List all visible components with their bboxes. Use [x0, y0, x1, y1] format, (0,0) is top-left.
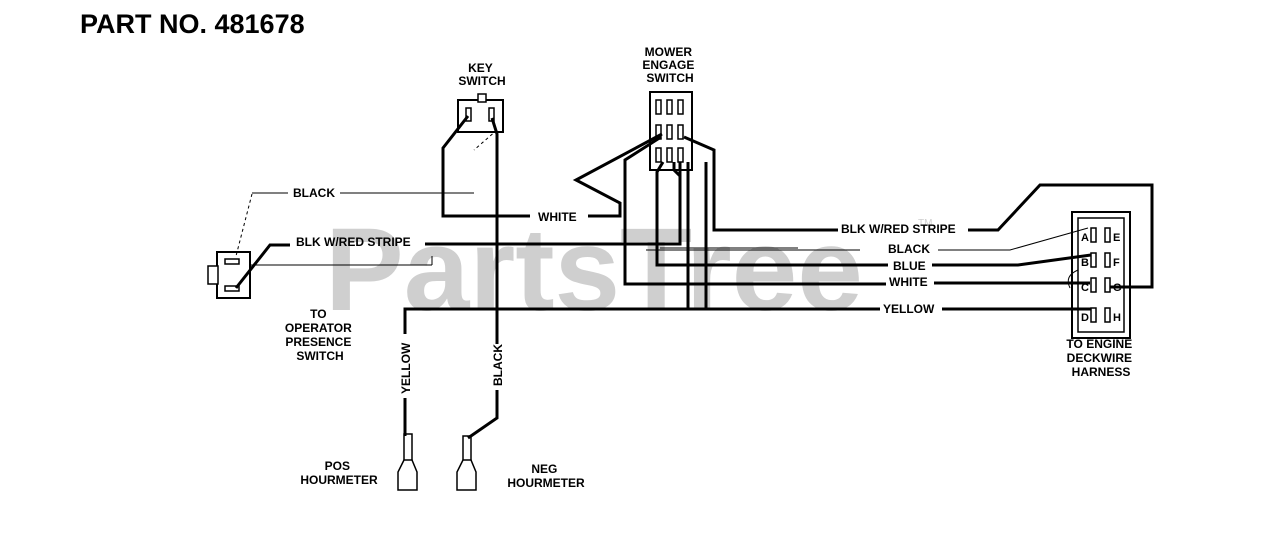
svg-text:E: E [1113, 232, 1120, 244]
pos-hourmeter-label: POS HOURMETER [300, 459, 378, 487]
pin-D: D [1081, 307, 1097, 324]
wires [234, 115, 1154, 440]
key-switch-label: KEY SWITCH [458, 61, 505, 88]
wire-label-blue: BLUE [893, 259, 926, 273]
pin-C: C [1081, 277, 1097, 294]
wire-label-white-right: WHITE [889, 275, 928, 289]
part-number-title: PART NO. 481678 [80, 9, 305, 39]
mower-engage-switch: MOWER ENGAGE SWITCH [642, 45, 697, 171]
pin-B: B [1081, 252, 1097, 269]
neg-hourmeter-label: NEG HOURMETER [507, 462, 585, 490]
key-switch: KEY SWITCH [457, 61, 506, 133]
svg-text:A: A [1081, 232, 1089, 244]
wire-blue [655, 161, 888, 267]
wire-label-black-left: BLACK [293, 186, 335, 200]
svg-text:F: F [1113, 257, 1120, 269]
watermark-trademark: TM [918, 218, 932, 229]
wire-label-blk-red-left: BLK W/RED STRIPE [296, 235, 411, 249]
pin-E: E [1104, 227, 1120, 244]
wire-black-neg [490, 117, 499, 344]
wire-label-black-vertical: BLACK [491, 344, 505, 386]
svg-text:B: B [1081, 257, 1089, 269]
mower-engage-switch-label: MOWER ENGAGE SWITCH [642, 45, 697, 85]
engine-harness-connector-body [1077, 217, 1125, 333]
operator-presence-connector [207, 251, 251, 299]
operator-presence-label: TO OPERATOR PRESENCE SWITCH [285, 307, 355, 363]
wire-label-white-key: WHITE [538, 210, 577, 224]
watermark: PartsTree TM [325, 204, 932, 336]
wire-label-black-right: BLACK [888, 242, 930, 256]
engine-harness-connector: A B C D E F G H [1071, 211, 1131, 339]
svg-text:C: C [1081, 282, 1089, 294]
wire-white-key [441, 115, 530, 218]
wire-blk-red-right [683, 135, 838, 232]
neg-hourmeter-terminal [456, 435, 477, 491]
svg-text:D: D [1081, 312, 1089, 324]
pin-H: H [1104, 307, 1121, 324]
wire-label-yellow-vertical: YELLOW [399, 342, 413, 394]
wire-white-right [623, 135, 886, 286]
engine-harness-label: TO ENGINE DECKWIRE HARNESS [1066, 337, 1135, 379]
svg-text:H: H [1113, 312, 1121, 324]
pin-F: F [1104, 252, 1120, 269]
wire-label-yellow-right: YELLOW [883, 302, 935, 316]
wire-label-blk-red-right: BLK W/RED STRIPE [841, 222, 956, 236]
watermark-text: PartsTree [325, 204, 863, 336]
wire-labels: BLACK WHITE BLK W/RED STRIPE BLK W/RED S… [293, 186, 956, 394]
wire-blk-red-left [234, 243, 290, 289]
pin-A: A [1081, 227, 1097, 244]
pos-hourmeter-terminal [397, 433, 418, 491]
